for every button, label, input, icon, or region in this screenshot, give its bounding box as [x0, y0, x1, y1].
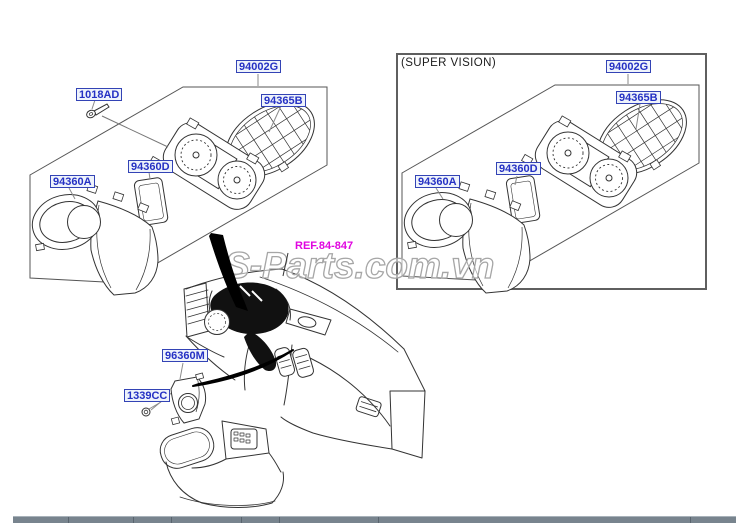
down-arrow — [209, 233, 248, 311]
speaker-bracket — [170, 372, 207, 426]
part-label-94002g[interactable]: 94002G — [236, 60, 282, 73]
table-header-divider — [68, 517, 69, 523]
center-vents — [274, 347, 314, 378]
part-label-94360a[interactable]: 94360A — [50, 175, 95, 188]
sv-part-label-94002g[interactable]: 94002G — [606, 60, 652, 73]
ref-84-847-label[interactable]: REF.84-847 — [295, 240, 354, 252]
table-header-divider — [241, 517, 242, 523]
part-label-94360d[interactable]: 94360D — [128, 160, 173, 173]
super-vision-title: (SUPER VISION) — [401, 57, 497, 69]
screw-1339cc — [141, 407, 151, 417]
part-label-94365b[interactable]: 94365B — [261, 94, 306, 107]
ref-leader-line — [282, 252, 289, 277]
part-label-1018ad[interactable]: 1018AD — [76, 88, 123, 101]
table-header-divider — [171, 517, 172, 523]
sv-part-label-94360a[interactable]: 94360A — [415, 175, 460, 188]
table-header-divider — [279, 517, 280, 523]
sv-part-label-94360d[interactable]: 94360D — [496, 162, 541, 175]
table-header-divider — [690, 517, 691, 523]
dashboard-drawing — [159, 268, 426, 508]
sv-part-label-94365b[interactable]: 94365B — [616, 91, 661, 104]
screw-1018ad — [86, 103, 110, 119]
part-label-96360m[interactable]: 96360M — [162, 349, 208, 362]
table-header-strip — [13, 516, 736, 523]
table-header-divider — [378, 517, 379, 523]
table-header-divider — [133, 517, 134, 523]
part-label-1339cc[interactable]: 1339CC — [124, 389, 171, 402]
steering-column-shading — [244, 331, 277, 372]
curved-arrow — [192, 349, 294, 387]
super-vision-panel-frame — [396, 53, 707, 290]
